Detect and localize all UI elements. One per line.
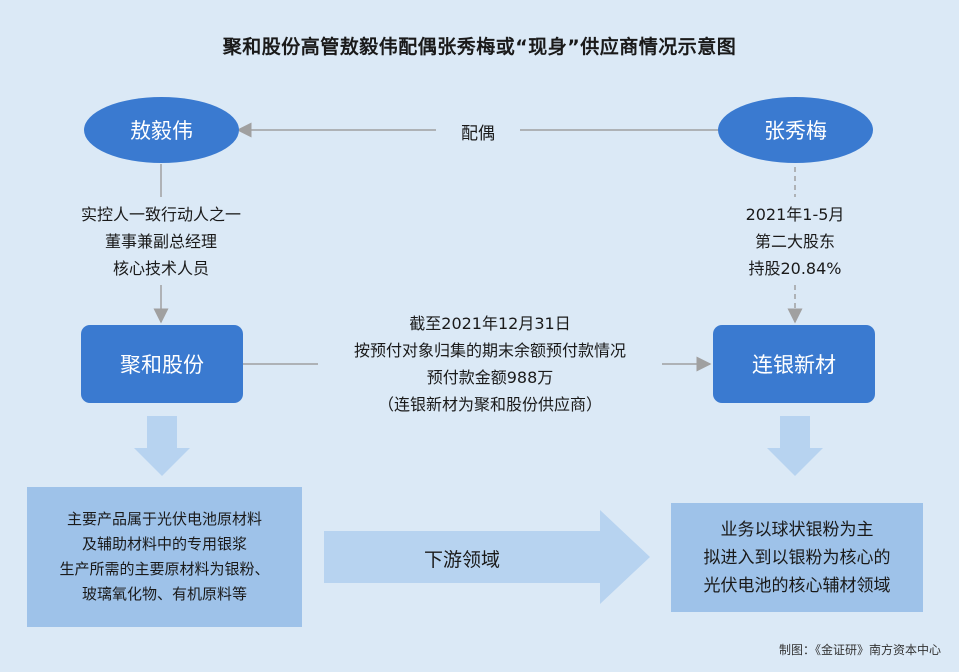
zhang-role-1: 2021年1-5月: [745, 205, 845, 224]
node-lianyin: 连银新材: [713, 325, 875, 403]
downstream-label: 下游领域: [423, 549, 500, 571]
spouse-label: 配偶: [461, 124, 495, 144]
down-arrow-right: [767, 416, 823, 476]
lianyin-desc-line-3: 光伏电池的核心辅材领域: [703, 575, 891, 596]
node-juhe: 聚和股份: [81, 325, 243, 403]
down-arrow-left: [134, 416, 190, 476]
juhe-desc-line-1: 主要产品属于光伏电池原材料: [66, 510, 262, 528]
juhe-description: 主要产品属于光伏电池原材料 及辅助材料中的专用银浆 生产所需的主要原材料为银粉、…: [27, 487, 302, 627]
zhang-role-2: 第二大股东: [754, 232, 835, 251]
prepayment-line-1: 截至2021年12月31日: [409, 314, 571, 333]
ao-role-3: 核心技术人员: [112, 259, 209, 278]
prepayment-line-4: （连银新材为聚和股份供应商）: [377, 395, 602, 414]
lianyin-desc-line-1: 业务以球状银粉为主: [720, 519, 874, 540]
zhang-role-3: 持股20.84%: [748, 259, 842, 278]
prepayment-line-3: 预付款金额988万: [426, 368, 554, 387]
ao-roles: 实控人一致行动人之一 董事兼副总经理 核心技术人员: [36, 201, 286, 282]
footer-credit: 制图：《金证研》南方资本中心: [778, 643, 941, 657]
zhang-roles: 2021年1-5月 第二大股东 持股20.84%: [705, 201, 885, 282]
lianyin-description: 业务以球状银粉为主 拟进入到以银粉为核心的 光伏电池的核心辅材领域: [671, 503, 923, 612]
downstream-arrow: [324, 510, 650, 604]
prepayment-info: 截至2021年12月31日 按预付对象归集的期末余额预付款情况 预付款金额988…: [300, 310, 680, 418]
juhe-desc-line-2: 及辅助材料中的专用银浆: [81, 535, 247, 553]
ao-role-1: 实控人一致行动人之一: [80, 205, 241, 224]
juhe-desc-line-3: 生产所需的主要原材料为银粉、: [59, 560, 270, 578]
node-ao-yiwei: 敖毅伟: [84, 97, 239, 163]
node-zhang-xiumei: 张秀梅: [718, 97, 873, 163]
juhe-desc-line-4: 玻璃氧化物、有机原料等: [81, 585, 247, 603]
page-title: 聚和股份高管敖毅伟配偶张秀梅或“现身”供应商情况示意图: [222, 36, 737, 58]
lianyin-desc-line-2: 拟进入到以银粉为核心的: [703, 547, 891, 568]
ao-role-2: 董事兼副总经理: [104, 232, 217, 251]
prepayment-line-2: 按预付对象归集的期末余额预付款情况: [353, 341, 626, 360]
